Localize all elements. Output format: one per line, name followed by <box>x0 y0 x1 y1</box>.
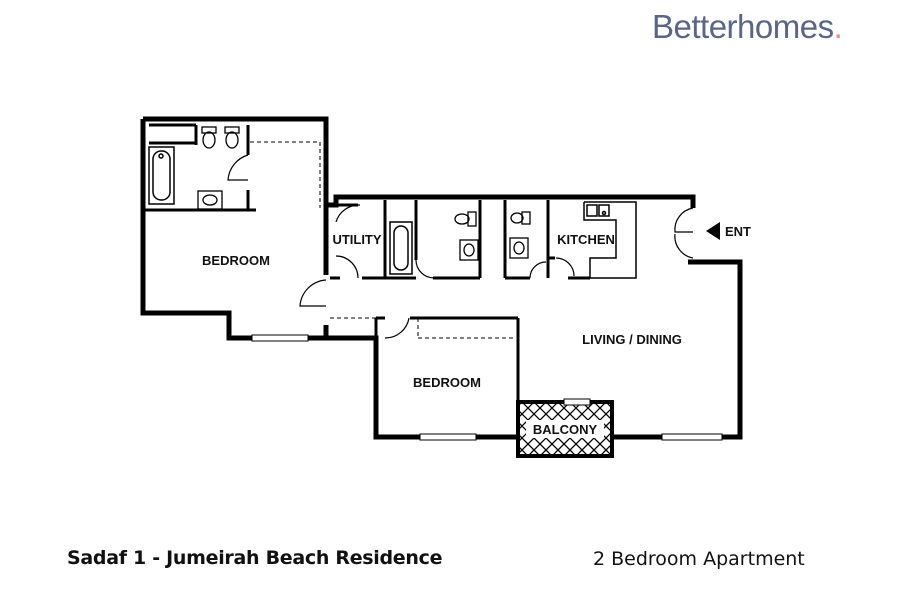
label-bedroom-master: BEDROOM <box>202 253 270 268</box>
toilet-second <box>454 211 477 227</box>
door-swings <box>227 154 694 339</box>
brand-logo: Betterhomes. <box>652 8 843 46</box>
label-entrance: ENT <box>725 224 751 239</box>
balcony <box>516 400 614 458</box>
dashed-openings <box>250 141 516 339</box>
property-name: Sadaf 1 - Jumeirah Beach Residence <box>67 547 443 569</box>
brand-name: Betterhomes <box>652 8 834 45</box>
toilet-third <box>510 211 531 225</box>
label-kitchen: KITCHEN <box>557 232 615 247</box>
bathtub-second <box>389 221 413 275</box>
brand-dot: . <box>833 8 843 45</box>
bathtub-master <box>148 146 175 205</box>
sink-third <box>509 237 529 259</box>
entrance-arrow-icon <box>706 222 720 240</box>
toilet-bidet-master <box>201 126 240 149</box>
label-balcony: BALCONY <box>533 422 598 437</box>
balcony-door <box>563 398 591 406</box>
sink-second <box>459 239 479 261</box>
label-living-dining: LIVING / DINING <box>582 332 682 347</box>
sink-master <box>197 190 223 210</box>
windows <box>251 334 723 441</box>
interior-walls <box>143 123 590 402</box>
label-utility: UTILITY <box>332 232 381 247</box>
label-bedroom-second: BEDROOM <box>413 375 481 390</box>
kitchen-counter <box>583 201 637 279</box>
property-type: 2 Bedroom Apartment <box>593 548 805 570</box>
